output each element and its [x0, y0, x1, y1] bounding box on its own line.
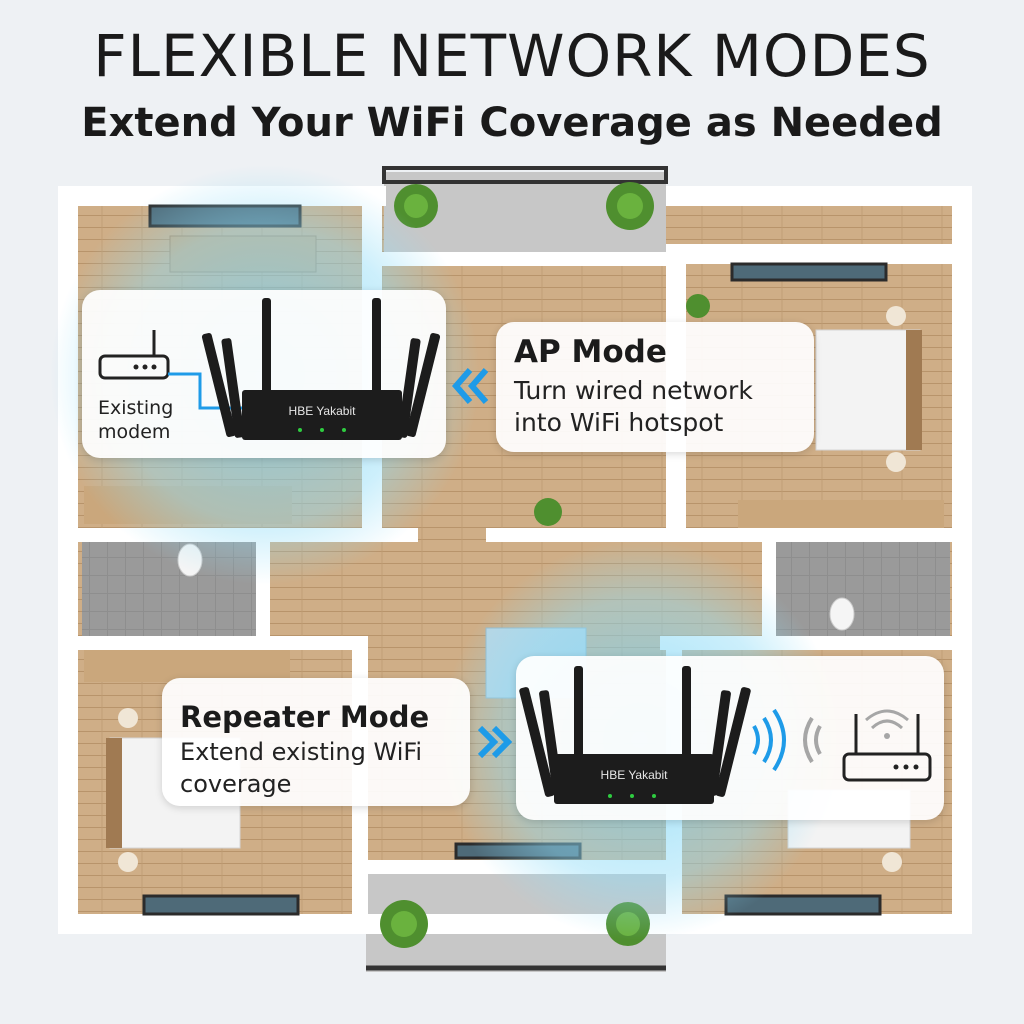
router-icon: [519, 666, 751, 804]
repeater-mode-description-line1: Extend existing WiFi: [180, 738, 423, 766]
modem-icon: [98, 330, 170, 380]
repeater-router-card: HBE Yakabit: [516, 656, 944, 820]
page-title: FLEXIBLE NETWORK MODES: [93, 22, 931, 90]
ap-mode-description-line2: into WiFi hotspot: [514, 408, 724, 437]
page-subtitle: Extend Your WiFi Coverage as Needed: [81, 100, 943, 146]
repeater-mode-description-line2: coverage: [180, 770, 292, 798]
ap-router-graphic: [98, 298, 441, 440]
router-icon: [201, 298, 441, 440]
double-chevron-right-icon: [477, 725, 513, 759]
ap-mode-description-line1: Turn wired network: [514, 376, 753, 405]
ap-router-brand: HBE Yakabit: [288, 404, 356, 418]
ap-mode-card: AP Mode Turn wired network into WiFi hot…: [496, 322, 814, 452]
repeater-router-brand: HBE Yakabit: [600, 768, 668, 782]
ap-router-card: HBE Yakabit Existing modem: [82, 290, 446, 458]
modem-label: Existing modem: [98, 396, 173, 444]
modem-icon: [842, 709, 932, 782]
ap-mode-title: AP Mode: [514, 334, 667, 370]
repeater-mode-card: Repeater Mode Extend existing WiFi cover…: [162, 678, 470, 806]
modem-label-line1: Existing: [98, 397, 174, 419]
modem-label-line2: modem: [98, 421, 171, 443]
repeater-mode-title: Repeater Mode: [180, 700, 430, 734]
double-chevron-left-icon: [452, 368, 489, 404]
wifi-signal-icon: [752, 708, 786, 772]
repeater-router-graphic: [519, 666, 932, 804]
